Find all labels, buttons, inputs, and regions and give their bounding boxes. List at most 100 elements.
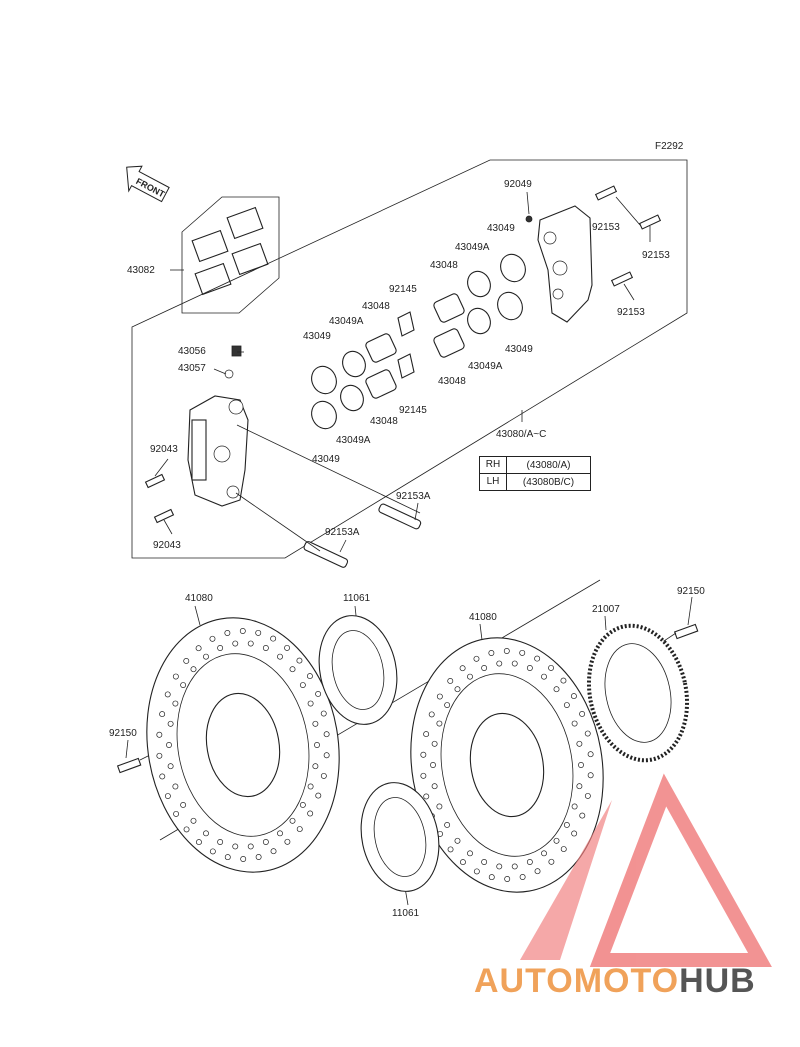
rotor-hole bbox=[584, 792, 591, 799]
rotor-hole bbox=[183, 657, 190, 664]
rotor-hole bbox=[587, 751, 594, 758]
figure-code: F2292 bbox=[655, 141, 684, 152]
rotor-hole bbox=[173, 810, 180, 817]
rotor-hole bbox=[277, 830, 283, 837]
rotor-hole bbox=[570, 693, 577, 700]
rotor-hole bbox=[488, 874, 495, 881]
rotor-hole bbox=[209, 848, 216, 855]
rotor-hole bbox=[172, 673, 179, 680]
rotor-hole bbox=[312, 720, 319, 727]
label-92145-2: 92145 bbox=[399, 405, 427, 416]
rotor-hole bbox=[571, 803, 578, 810]
rotor-hole bbox=[224, 630, 231, 636]
rotor-hole bbox=[430, 762, 436, 768]
rotor-hole bbox=[289, 666, 296, 673]
rotor-hole bbox=[306, 673, 313, 680]
rotor-hole bbox=[420, 772, 427, 779]
rotor-hole bbox=[172, 783, 179, 790]
rotor-hole bbox=[423, 793, 430, 800]
rotor-hole bbox=[473, 868, 480, 875]
rotor-hole bbox=[579, 710, 586, 717]
rotor-hole bbox=[553, 686, 560, 693]
rotor-hole bbox=[496, 660, 503, 667]
rotor-hole bbox=[166, 742, 172, 748]
watermark-logo bbox=[520, 773, 772, 967]
rotor-hole bbox=[563, 822, 570, 828]
label-92043-1: 92043 bbox=[150, 444, 178, 455]
rotor-hole bbox=[576, 740, 583, 747]
rotor-hole bbox=[473, 655, 480, 662]
rotor-hole bbox=[270, 635, 277, 642]
label-21007: 21007 bbox=[592, 604, 620, 615]
brake-disc-right bbox=[410, 637, 604, 893]
label-43049a-2: 43049A bbox=[329, 316, 364, 327]
rotor-hole bbox=[420, 751, 427, 758]
rotor-hole bbox=[314, 742, 320, 748]
label-92153a-2: 92153A bbox=[325, 527, 360, 538]
rotor-hole bbox=[454, 837, 461, 844]
label-92145-1: 92145 bbox=[389, 284, 417, 295]
rotor-hole bbox=[323, 731, 330, 738]
rotor-hole bbox=[180, 802, 187, 808]
rotor-hole bbox=[232, 640, 239, 647]
rotor-hole bbox=[247, 640, 254, 647]
rotor-hole bbox=[239, 628, 246, 634]
rotor-hole bbox=[255, 629, 262, 636]
label-43057: 43057 bbox=[178, 363, 206, 374]
rotor-hole bbox=[541, 673, 547, 680]
label-43049a-4: 43049A bbox=[336, 435, 371, 446]
label-92049: 92049 bbox=[504, 179, 532, 190]
rotor-hole bbox=[428, 711, 435, 718]
rotor-hole bbox=[571, 720, 578, 727]
rotor-hole bbox=[534, 655, 541, 662]
rotor-hole bbox=[444, 822, 451, 828]
label-92153a-1: 92153A bbox=[396, 491, 431, 502]
rotor-hole bbox=[548, 664, 554, 671]
rotor-hole bbox=[436, 693, 443, 700]
rotor-hole bbox=[503, 648, 510, 654]
rotor-hole bbox=[167, 763, 174, 770]
label-43049-2: 43049 bbox=[303, 331, 331, 342]
rotor-hole bbox=[511, 863, 518, 870]
rotor-hole bbox=[320, 710, 327, 717]
label-92043-2: 92043 bbox=[153, 540, 181, 551]
rotor-hole bbox=[203, 653, 209, 660]
rotor-hole bbox=[296, 657, 303, 664]
rotor-hole bbox=[195, 645, 202, 652]
rotor-hole bbox=[262, 839, 269, 845]
rotor-hole bbox=[299, 802, 306, 808]
rotor-hole bbox=[159, 773, 166, 780]
rotor-hole bbox=[541, 850, 547, 857]
rotor-hole bbox=[481, 859, 488, 865]
rotor-hole bbox=[190, 666, 197, 673]
rotor-hole bbox=[159, 711, 166, 718]
bolts bbox=[116, 185, 699, 774]
rotor-hole bbox=[548, 858, 555, 865]
rotor-hole bbox=[511, 660, 518, 667]
rotor-hole bbox=[307, 700, 314, 707]
rotor-hole bbox=[209, 635, 216, 642]
label-43056: 43056 bbox=[178, 346, 206, 357]
rotor-hole bbox=[232, 843, 239, 850]
rotor-hole bbox=[240, 856, 247, 862]
rotor-hole bbox=[447, 846, 454, 853]
spacer-gasket-2 bbox=[360, 782, 440, 892]
label-43049a-1: 43049A bbox=[455, 242, 490, 253]
rotor-hole bbox=[579, 812, 586, 819]
legend-part: (43080B/C) bbox=[522, 476, 575, 488]
watermark-part1: AUTOMOTO bbox=[474, 962, 680, 1000]
rotor-hole bbox=[289, 817, 296, 824]
rotor-hole bbox=[560, 677, 567, 684]
rotor-hole bbox=[284, 838, 291, 845]
watermark-text: AUTOMOTOHUB bbox=[474, 962, 756, 1001]
legend-row-lh: LH (43080B/C) bbox=[480, 473, 590, 490]
rotor-hole bbox=[164, 691, 171, 698]
rotor-hole bbox=[431, 783, 438, 790]
rotor-hole bbox=[454, 686, 461, 693]
rotor-hole bbox=[180, 682, 187, 688]
rotor-hole bbox=[526, 859, 533, 865]
rotor-hole bbox=[255, 854, 262, 860]
label-92153-3: 92153 bbox=[617, 307, 645, 318]
rotor-hole bbox=[224, 854, 231, 861]
rotor-hole bbox=[323, 752, 330, 759]
